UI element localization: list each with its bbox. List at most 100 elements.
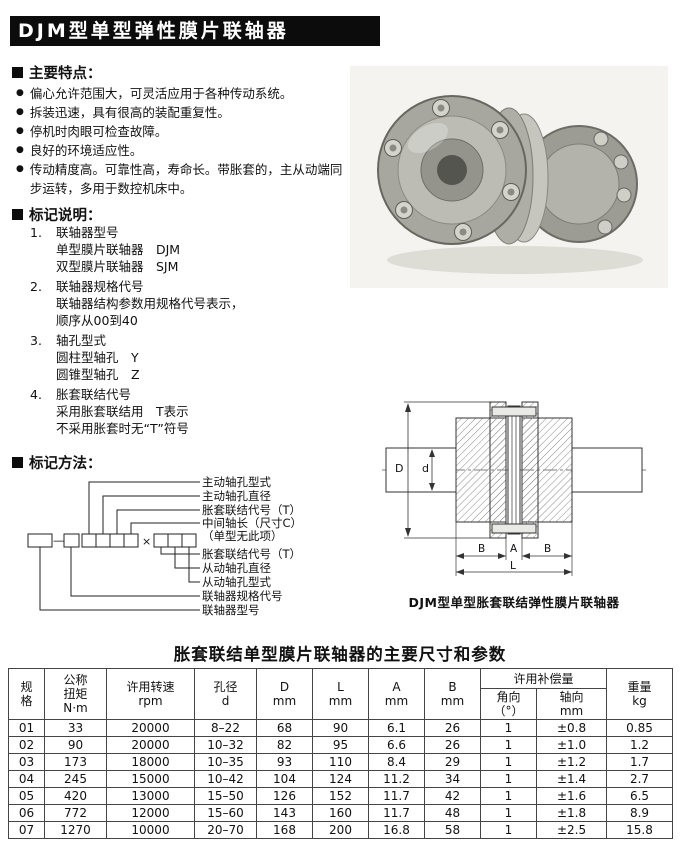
table-cell: 90 (44, 736, 107, 754)
note-first-line: 3.轴孔型式 (30, 332, 365, 349)
dimension-label-B-right: B (544, 543, 551, 555)
note-number: 4. (30, 387, 42, 402)
page-title: DJM型单型弹性膜片联轴器 (10, 16, 380, 46)
table-cell: 33 (44, 719, 107, 737)
table-cell: 13000 (106, 787, 195, 805)
feature-item: ● 偏心允许范围大，可灵活应用于各种传动系统。 (16, 84, 354, 103)
table-cell: 0.85 (606, 719, 674, 737)
table-cell: 15–60 (194, 804, 257, 822)
feature-text: 传动精度高。可靠性高，寿命长。带胀套的，主从动端同步运转，多用于数控机床中。 (29, 162, 343, 196)
feature-item: ● 传动精度高。可靠性高，寿命长。带胀套的，主从动端同步运转，多用于数控机床中。 (16, 160, 354, 198)
table-cell: 1 (480, 821, 537, 839)
table-cell: 1 (480, 804, 537, 822)
column-header-spec: 规格 (8, 668, 45, 720)
column-header-compensation: 许用补偿量 (479, 668, 608, 689)
features-heading: 主要特点： (12, 62, 102, 83)
note-number: 2. (30, 279, 42, 294)
marking-method-heading-label: 标记方法： (29, 456, 102, 472)
table-cell: 245 (44, 770, 107, 788)
table-cell: ±1.6 (535, 787, 608, 805)
dimension-label-d: d (422, 462, 429, 475)
dimension-label-B-left: B (478, 543, 485, 555)
feature-text: 良好的环境适应性。 (29, 143, 143, 158)
marking-note: 4.胀套联结代号采用胀套联结用 T表示不采用胀套时无“T”符号 (30, 386, 365, 437)
designation-box-drive-sleeve (109, 533, 125, 548)
table-cell: ±1.8 (535, 804, 608, 822)
marking-label: 从动轴孔型式 (202, 575, 271, 589)
note-sub-line: 联轴器结构参数用规格代号表示， (56, 296, 244, 311)
table-cell: 1 (480, 770, 537, 788)
table-cell: 11.2 (368, 770, 425, 788)
marking-label: 主动轴孔型式 (202, 475, 271, 489)
table-cell: 152 (312, 787, 369, 805)
bullet-icon: ● (16, 88, 24, 98)
note-text: 联轴器型号 (56, 225, 119, 240)
table-cell: 20000 (106, 736, 195, 754)
technical-drawing: D d B A B L (382, 401, 646, 576)
table-cell: 11.7 (368, 787, 425, 805)
designation-box-drive-bore-dia (95, 533, 111, 548)
feature-item: ●良好的环境适应性。 (16, 141, 354, 160)
table-cell: 29 (424, 753, 481, 771)
bullet-icon: ● (16, 126, 24, 136)
designation-box-driven-sleeve (153, 533, 169, 548)
marking-label: （单型无此项） (202, 529, 283, 543)
bullet-icon: ● (16, 164, 24, 174)
table-cell: 2.7 (606, 770, 674, 788)
table-cell: 200 (312, 821, 369, 839)
table-cell: 1 (480, 736, 537, 754)
table-cell: 20000 (106, 719, 195, 737)
table-cell: 1 (480, 787, 537, 805)
feature-text: 停机时肉眼可检查故障。 (29, 124, 168, 139)
table-cell: 1 (480, 719, 537, 737)
table-cell: 18000 (106, 753, 195, 771)
designation-box-mid-shaft (123, 533, 139, 548)
table-cell: 16.8 (368, 821, 425, 839)
marking-method-diagram: — × 主动轴孔型式 主动轴孔直径 胀套联结代号（T） 中间轴长（尺寸C） （单… (27, 475, 302, 617)
marking-label: 胀套联结代号（T） (202, 547, 301, 561)
table-cell: 110 (312, 753, 369, 771)
table-cell: 05 (8, 787, 45, 805)
multiply-sign: × (142, 535, 151, 548)
table-cell: 04 (8, 770, 45, 788)
designation-box-drive-bore-type (81, 533, 97, 548)
table-cell: 90 (312, 719, 369, 737)
table-cell: 8.4 (368, 753, 425, 771)
marking-label: 胀套联结代号（T） (202, 503, 301, 517)
marking-label: 从动轴孔直径 (202, 561, 271, 575)
note-sub-line: 不采用胀套时无“T”符号 (56, 421, 189, 436)
note-sub-line: 采用胀套联结用 T表示 (56, 404, 189, 419)
table-cell: 1.7 (606, 753, 674, 771)
note-text: 轴孔型式 (56, 333, 107, 348)
note-first-line: 1.联轴器型号 (30, 224, 365, 241)
section-square-icon (12, 67, 23, 78)
feature-text: 偏心允许范围大，可灵活应用于各种传动系统。 (29, 86, 293, 101)
designation-box-driven-bore-type (181, 533, 197, 548)
table-cell: 8.9 (606, 804, 674, 822)
product-photo (350, 66, 668, 288)
dash-separator: — (53, 534, 64, 547)
table-cell: 82 (256, 736, 313, 754)
table-cell: 26 (424, 719, 481, 737)
marking-note: 2.联轴器规格代号联轴器结构参数用规格代号表示，顺序从00到40 (30, 278, 365, 329)
table-cell: 42 (424, 787, 481, 805)
section-square-icon (12, 209, 23, 220)
table-cell: 1 (480, 753, 537, 771)
table-cell: 58 (424, 821, 481, 839)
table-cell: 124 (312, 770, 369, 788)
note-sub-line: 单型膜片联轴器 DJM (56, 242, 181, 257)
